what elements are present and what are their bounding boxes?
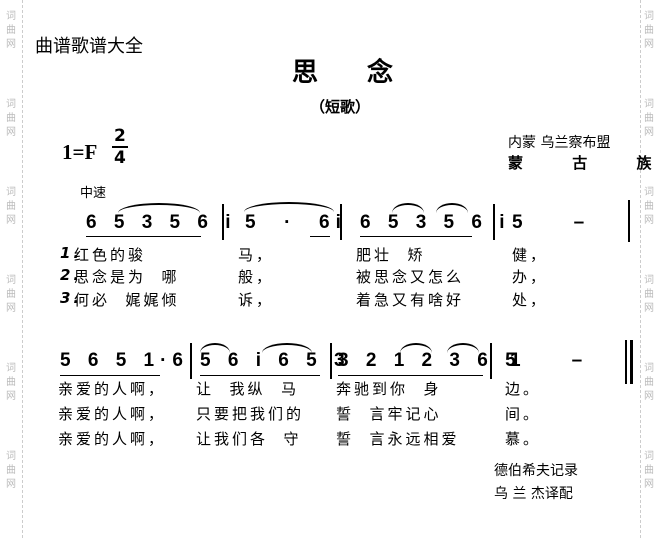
verse-number: 3. (60, 289, 83, 307)
lyric-segment: 肥壮 矫 (356, 246, 426, 264)
slur (200, 343, 230, 353)
lyric-segment: 何必 娓娓倾 (74, 291, 180, 309)
barline (493, 204, 495, 240)
watermark: 词曲网 (644, 275, 654, 314)
lyric-segment: 红色的骏 (74, 246, 147, 264)
barline (222, 204, 224, 240)
notes-measure: 6 5 3 5 6 i (86, 212, 237, 233)
notes-measure: 1 – (510, 350, 589, 371)
underline (310, 236, 330, 237)
slur (447, 343, 479, 353)
lyric-segment: 办， (512, 268, 549, 286)
watermark: 词曲网 (644, 363, 654, 402)
watermark: 词曲网 (644, 99, 654, 138)
lyric-segment: 誓 言牢记心 (336, 405, 442, 423)
time-top: 2 (114, 126, 126, 146)
lyric-segment: 只要把我们的 (196, 405, 305, 423)
watermark: 词曲网 (644, 187, 654, 226)
left-margin-line (22, 0, 23, 538)
slur (392, 203, 424, 213)
barline (628, 200, 630, 242)
credit-recorder: 德伯希夫记录 (494, 463, 578, 479)
slur (262, 343, 312, 353)
song-subtitle: （短歌） (310, 98, 371, 116)
watermark: 词曲网 (644, 451, 654, 490)
underline (86, 236, 201, 237)
lyric-segment: 马， (238, 246, 275, 264)
lyric-segment: 思念是为 哪 (74, 268, 180, 286)
barline (340, 204, 342, 240)
right-margin-line (640, 0, 641, 538)
lyric-segment: 亲爱的人啊， (58, 405, 167, 423)
barline (490, 343, 492, 379)
lyric-segment: 让我们各 守 (196, 430, 302, 448)
watermark: 词曲网 (6, 11, 16, 50)
ethnic: 蒙 古 族 (508, 154, 658, 172)
lyric-segment: 诉， (238, 291, 275, 309)
underline (60, 375, 160, 376)
lyric-segment: 慕。 (505, 430, 542, 448)
watermark: 词曲网 (6, 275, 16, 314)
lyric-segment: 间。 (505, 405, 542, 423)
watermark: 词曲网 (6, 451, 16, 490)
site-title: 曲谱歌谱大全 (35, 36, 143, 57)
slur (436, 203, 468, 213)
tempo: 中速 (80, 186, 107, 201)
lyric-segment: 着急又有啥好 (356, 291, 465, 309)
final-barline (625, 340, 627, 384)
watermark: 词曲网 (6, 99, 16, 138)
final-barline (630, 340, 633, 384)
barline (330, 343, 332, 379)
key-signature: 1=F (62, 140, 98, 164)
lyric-segment: 健， (512, 246, 549, 264)
watermark: 词曲网 (644, 11, 654, 50)
verse-number: 2. (60, 266, 83, 284)
lyric-segment: 亲爱的人啊， (58, 430, 167, 448)
notes-measure: 5 · 6i (245, 212, 347, 233)
time-fraction-line (112, 146, 128, 148)
slur (400, 343, 432, 353)
barline (190, 343, 192, 379)
lyric-segment: 边。 (505, 380, 542, 398)
underline (200, 375, 320, 376)
watermark: 词曲网 (6, 187, 16, 226)
lyric-segment: 被思念又怎么 (356, 268, 465, 286)
time-bottom: 4 (114, 148, 126, 168)
watermark: 词曲网 (6, 363, 16, 402)
song-title: 思 念 (292, 58, 414, 88)
lyric-segment: 让 我纵 马 (196, 380, 300, 398)
lyric-segment: 处， (512, 291, 549, 309)
notes-measure: 3 2 1 2 3 6 5 (338, 350, 522, 371)
notes-measure: 5 6 5 1·6 (60, 350, 189, 371)
notes-measure: 5 6 i 6 5 3 (200, 350, 351, 371)
notes-measure: 5 – (512, 212, 591, 233)
verse-number: 1. (60, 244, 83, 262)
lyric-segment: 誓 言永远相爱 (336, 430, 460, 448)
origin: 内蒙 乌兰察布盟 (508, 135, 611, 151)
lyric-segment: 般， (238, 268, 275, 286)
slur (244, 202, 334, 212)
lyric-segment: 奔驰到你 身 (336, 380, 442, 398)
underline (338, 375, 483, 376)
underline (360, 236, 472, 237)
notes-measure: 6 5 3 5 6 i (360, 212, 511, 233)
lyric-segment: 亲爱的人啊， (58, 380, 167, 398)
credit-translator: 乌 兰 杰译配 (494, 486, 573, 502)
slur (118, 203, 200, 213)
